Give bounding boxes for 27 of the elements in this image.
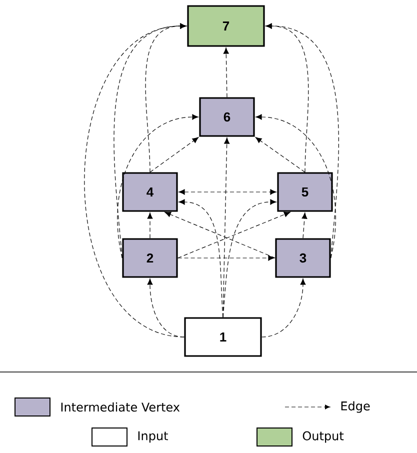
vertex-box: 2 [122,238,178,278]
legend-label: Output [302,431,344,443]
legend-label: Intermediate Vertex [61,402,180,412]
arrow [145,23,186,172]
arrow [178,189,276,195]
arrow [223,48,229,98]
vertex-box: 5 [277,172,333,212]
vertex-box: 7 [187,5,265,47]
vertex-box: 3 [275,238,331,278]
arrow [117,114,198,258]
arrow [262,278,306,338]
arrow [147,212,153,238]
arrow [178,212,290,258]
legend-label: Input [138,431,168,443]
arrow [164,212,276,258]
vertex-box: 6 [199,97,255,137]
arrow [266,23,309,172]
arrow [222,138,230,318]
arrow [84,23,186,338]
arrow [256,114,336,258]
vertex-box: 4 [122,172,178,212]
arrow [178,255,274,261]
legend-label: Edge [341,401,370,413]
arrow [302,212,308,238]
arrow [150,137,199,172]
vertex-box: 1 [184,317,262,357]
arrow [255,137,306,172]
